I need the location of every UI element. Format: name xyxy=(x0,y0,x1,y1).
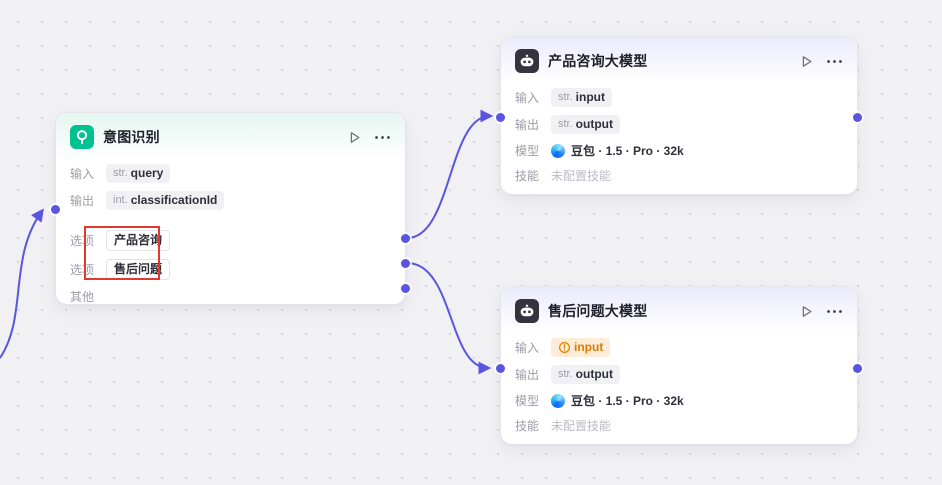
run-node-button[interactable] xyxy=(799,54,814,69)
intent-input-port[interactable] xyxy=(51,205,60,214)
output-type-tag: str.output xyxy=(551,365,620,384)
skill-status: 未配置技能 xyxy=(551,419,612,433)
option1-label: 选项 xyxy=(70,234,95,248)
output-type-tag: str.output xyxy=(551,115,620,134)
option2-label: 选项 xyxy=(70,263,95,277)
output-label: 输出 xyxy=(515,118,540,132)
output-label: 输出 xyxy=(515,368,540,382)
input-warning-tag[interactable]: input xyxy=(551,338,611,357)
aftersales-llm-title: 售后问题大模型 xyxy=(548,303,648,319)
run-node-button[interactable] xyxy=(347,130,362,145)
aftersales-llm-output-port[interactable] xyxy=(853,364,862,373)
input-label: 输入 xyxy=(515,91,540,105)
product-llm-header: 产品咨询大模型 xyxy=(501,37,857,82)
input-label: 输入 xyxy=(515,341,540,355)
intent-input-row: 输入 str.query xyxy=(56,160,405,187)
intent-node-header: 意图识别 xyxy=(56,113,405,158)
product-llm-title: 产品咨询大模型 xyxy=(548,53,648,69)
output-type-tag: int.classificationId xyxy=(106,191,225,210)
warning-icon xyxy=(558,341,571,354)
input-type-tag: str.query xyxy=(106,164,171,183)
llm-skill-row: 技能 未配置技能 xyxy=(501,413,857,438)
llm-model-row: 模型 豆包 · 1.5 · Pro · 32k xyxy=(501,388,857,413)
product-llm-node[interactable]: 产品咨询大模型 输入 str.input 输出 str.output xyxy=(496,36,862,195)
doubao-model-icon xyxy=(551,143,565,158)
aftersales-llm-input-port[interactable] xyxy=(496,364,505,373)
input-type-tag: str.input xyxy=(551,88,612,107)
section-spacer xyxy=(56,214,405,226)
intent-other-port[interactable] xyxy=(401,284,410,293)
intent-other-row: 其他 xyxy=(56,284,405,309)
skill-status: 未配置技能 xyxy=(551,169,612,183)
wire-into-intent-node[interactable] xyxy=(0,208,44,359)
intent-recognition-node[interactable]: 意图识别 输入 str.query 输出 int.classific xyxy=(51,112,410,305)
output-label: 输出 xyxy=(70,194,95,208)
wire-option1-to-product-llm[interactable] xyxy=(406,109,494,239)
aftersales-llm-node[interactable]: 售后问题大模型 输入 input 输 xyxy=(496,286,862,445)
llm-skill-row: 技能 未配置技能 xyxy=(501,163,857,188)
intent-option1-row: 选项 产品咨询 xyxy=(56,226,405,255)
product-llm-output-port[interactable] xyxy=(853,113,862,122)
other-label: 其他 xyxy=(70,290,95,304)
skill-label: 技能 xyxy=(515,419,540,433)
intent-option1-port[interactable] xyxy=(401,234,410,243)
skill-label: 技能 xyxy=(515,169,540,183)
more-options-button[interactable] xyxy=(826,304,843,319)
llm-model-row: 模型 豆包 · 1.5 · Pro · 32k xyxy=(501,138,857,163)
more-options-button[interactable] xyxy=(826,54,843,69)
run-node-button[interactable] xyxy=(799,304,814,319)
llm-output-row: 输出 str.output xyxy=(501,361,857,388)
intent-node-title: 意图识别 xyxy=(103,129,160,145)
option1-tag[interactable]: 产品咨询 xyxy=(106,230,171,251)
llm-input-row: 输入 str.input xyxy=(501,84,857,111)
model-name: 豆包 · 1.5 · Pro · 32k xyxy=(571,394,684,408)
llm-bot-icon xyxy=(515,49,539,73)
product-llm-input-port[interactable] xyxy=(496,113,505,122)
aftersales-llm-header: 售后问题大模型 xyxy=(501,287,857,332)
model-label: 模型 xyxy=(515,394,540,408)
llm-output-row: 输出 str.output xyxy=(501,111,857,138)
wire-option2-to-aftersales-llm[interactable] xyxy=(406,262,492,375)
llm-bot-icon xyxy=(515,299,539,323)
input-label: 输入 xyxy=(70,167,95,181)
llm-input-row: 输入 input xyxy=(501,334,857,361)
intent-option2-row: 选项 售后问题 xyxy=(56,255,405,284)
model-label: 模型 xyxy=(515,144,540,158)
intent-output-row: 输出 int.classificationId xyxy=(56,187,405,214)
intent-option2-port[interactable] xyxy=(401,259,410,268)
model-name: 豆包 · 1.5 · Pro · 32k xyxy=(571,144,684,158)
more-options-button[interactable] xyxy=(374,130,391,145)
doubao-model-icon xyxy=(551,393,565,408)
option2-tag[interactable]: 售后问题 xyxy=(106,259,171,280)
intent-icon xyxy=(70,125,94,149)
